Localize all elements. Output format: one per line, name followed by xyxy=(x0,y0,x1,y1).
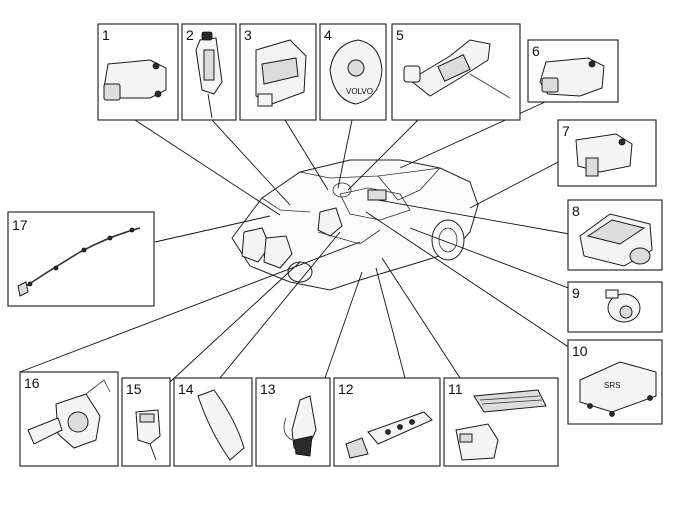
component-8-passenger-airbag: 8 xyxy=(567,199,663,271)
component-1-sensor: 1 xyxy=(97,23,179,121)
callout-15: 15 xyxy=(126,381,142,397)
callout-2: 2 xyxy=(186,27,194,43)
component-7-sensor: 7 xyxy=(557,119,657,187)
callout-3: 3 xyxy=(244,27,252,43)
callout-5: 5 xyxy=(396,27,404,43)
callout-7: 7 xyxy=(562,123,570,139)
callout-12: 12 xyxy=(338,381,354,397)
component-13-buckle-switch: 13 xyxy=(255,377,331,467)
callout-13: 13 xyxy=(260,381,276,397)
srs-label: SRS xyxy=(604,381,620,390)
component-5-steering-column: 5 xyxy=(391,23,521,121)
component-6-sensor: 6 xyxy=(527,39,619,103)
callout-17: 17 xyxy=(12,217,28,233)
component-16-belt-retractor: 16 xyxy=(19,371,119,467)
callout-8: 8 xyxy=(572,203,580,219)
component-10-srs-module: 10 SRS xyxy=(567,339,663,425)
component-4-steering-airbag: 4 VOLVO xyxy=(319,23,387,121)
callout-9: 9 xyxy=(572,285,580,301)
component-12-seat-rail-sensor: 12 xyxy=(333,377,441,467)
callout-4: 4 xyxy=(324,27,332,43)
callout-1: 1 xyxy=(102,27,110,43)
svg-text:VOLVO: VOLVO xyxy=(346,87,373,96)
component-3-control-module: 3 xyxy=(239,23,317,121)
callout-16: 16 xyxy=(24,375,40,391)
component-15-belt-buckle: 15 xyxy=(121,377,171,467)
component-9-knee-airbag-actuator: 9 xyxy=(567,281,663,333)
component-14-trim-panel: 14 xyxy=(173,377,253,467)
callout-14: 14 xyxy=(178,381,194,397)
component-11-seat-occupant-sensor: 11 xyxy=(443,377,559,467)
component-17-inflatable-curtain: 17 xyxy=(7,211,155,307)
callout-11: 11 xyxy=(448,381,463,397)
car-cutaway xyxy=(231,159,479,291)
callout-10: 10 xyxy=(572,343,588,359)
component-2-belt-height-adjuster: 2 xyxy=(181,23,237,121)
callout-6: 6 xyxy=(532,43,540,59)
